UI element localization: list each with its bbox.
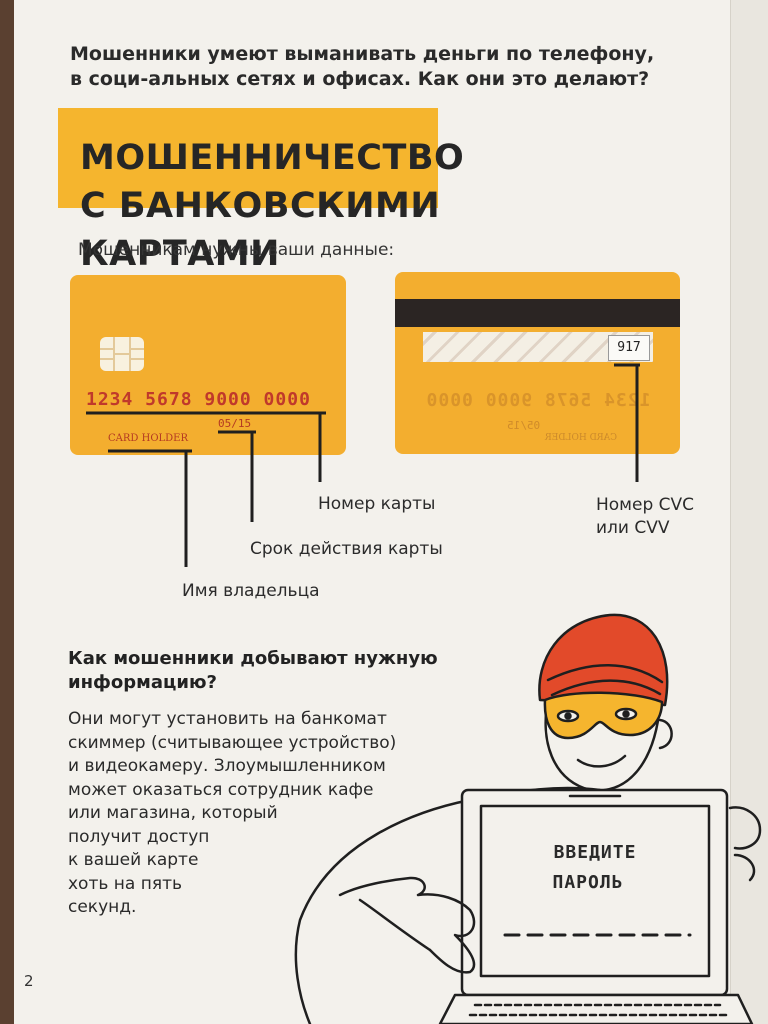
label-owner: Имя владельца (182, 581, 320, 601)
screen-line-2: ПАРОЛЬ (552, 872, 624, 893)
paragraph-line: получит доступ (68, 826, 210, 847)
card-expiry: 05/15 (218, 417, 252, 430)
paragraph-line: к вашей карте (68, 850, 199, 870)
title-highlight (58, 108, 438, 208)
title-line-2: С БАНКОВСКИМИ КАРТАМИ (80, 186, 441, 274)
label-cvc-line-1: Номер CVC (596, 495, 695, 515)
label-cvc: Номер CVC или CVV (596, 494, 694, 540)
page-title: МОШЕННИЧЕСТВО С БАНКОВСКИМИ КАРТАМИ (80, 134, 640, 278)
page-number: 2 (24, 972, 34, 990)
subtitle: Мошенникам нужны ваши данные: (78, 240, 395, 260)
title-line-1: МОШЕННИЧЕСТВО (80, 138, 465, 178)
cvc-code: 917 (608, 335, 650, 361)
paragraph-line: может оказаться сотрудник кафе (68, 779, 374, 800)
paragraph-line: скиммер (считывающее устройство) (68, 732, 397, 753)
card-front: 1234 5678 9000 0000 05/15 CARD HOLDER (70, 275, 346, 455)
paragraph-line: хоть на пять (68, 873, 182, 894)
intro-text: Мошенники умеют выманивать деньги по тел… (70, 43, 655, 90)
paragraph-line: секунд. (68, 897, 137, 917)
label-card-number: Номер карты (318, 494, 436, 514)
label-cvc-line-2: или CVV (596, 518, 670, 538)
card-back: 917 1234 5678 9000 0000 05/15 CARD HOLDE… (395, 272, 680, 454)
chip-icon (100, 337, 144, 371)
paragraph-line: Они могут установить на банкомат (68, 709, 387, 729)
screen-line-1: ВВЕДИТЕ (553, 842, 637, 863)
card-number: 1234 5678 9000 0000 (86, 389, 311, 410)
paragraph-line: и видеокамеру. Злоумышленником (68, 756, 386, 776)
section-question: Как мошенники добывают нужную информацию… (68, 648, 438, 693)
section-paragraph: Они могут установить на банкомат скиммер… (68, 708, 396, 920)
paragraph-line: или магазина, который (68, 803, 278, 823)
magnetic-stripe (395, 299, 680, 327)
card-holder: CARD HOLDER (108, 433, 189, 444)
label-expiry: Срок действия карты (250, 539, 443, 559)
next-page-edge (730, 0, 768, 1024)
